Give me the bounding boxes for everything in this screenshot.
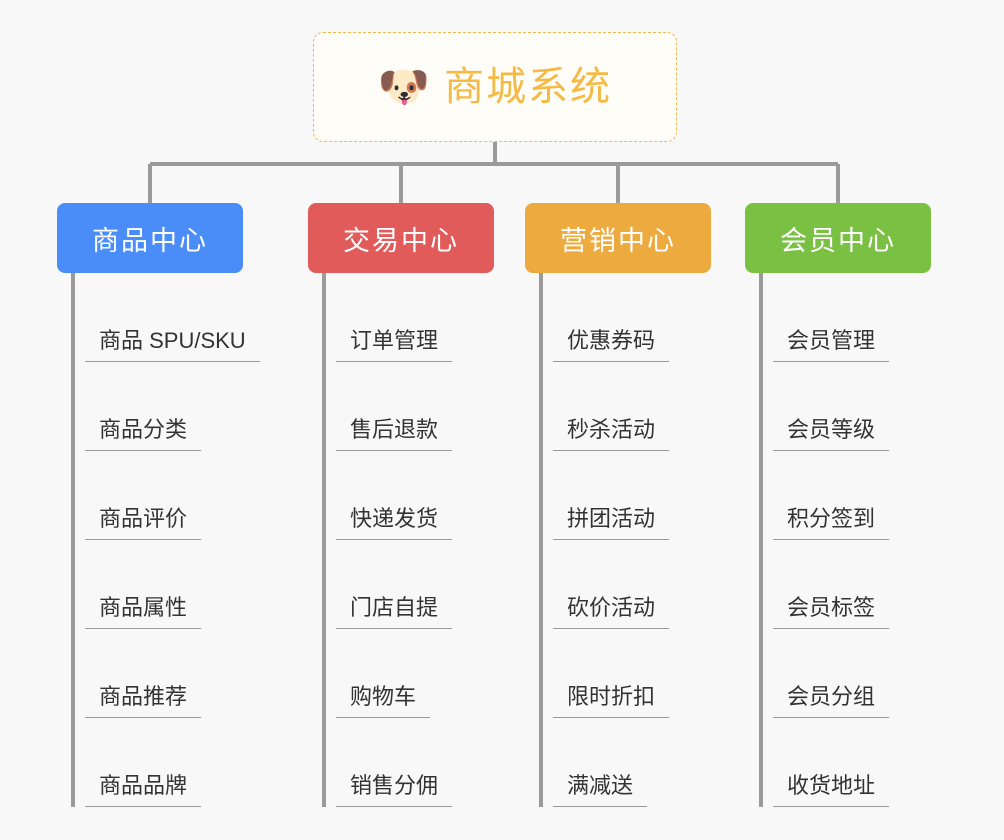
root-title: 商城系统 (444, 65, 613, 109)
sub-item[interactable]: 商品评价 (57, 451, 243, 540)
sub-item[interactable]: 会员管理 (745, 273, 931, 362)
sub-item[interactable]: 商品属性 (57, 540, 243, 629)
category-box-product-center[interactable]: 商品中心 (57, 203, 243, 273)
sub-item-label: 会员分组 (773, 684, 890, 718)
sub-item-label: 会员管理 (773, 328, 890, 362)
sub-item-label: 秒杀活动 (553, 417, 670, 451)
sub-item[interactable]: 购物车 (308, 629, 494, 718)
sub-item-list-member-center: 会员管理会员等级积分签到会员标签会员分组收货地址 (745, 273, 931, 807)
sub-item[interactable]: 销售分佣 (308, 718, 494, 807)
sub-item-label: 限时折扣 (553, 684, 670, 718)
sub-item-label: 商品分类 (85, 417, 202, 451)
sub-item[interactable]: 商品 SPU/SKU (57, 273, 260, 362)
sub-item[interactable]: 商品推荐 (57, 629, 243, 718)
sub-item[interactable]: 商品分类 (57, 362, 243, 451)
sub-item-label: 商品评价 (85, 506, 202, 540)
sub-item[interactable]: 会员标签 (745, 540, 931, 629)
sub-item-label: 商品推荐 (85, 684, 202, 718)
category-box-member-center[interactable]: 会员中心 (745, 203, 931, 273)
root-node[interactable]: 🐶 商城系统 (313, 32, 677, 142)
sub-item-label: 购物车 (336, 684, 431, 718)
sub-item[interactable]: 限时折扣 (525, 629, 711, 718)
sub-item[interactable]: 拼团活动 (525, 451, 711, 540)
sub-item[interactable]: 商品品牌 (57, 718, 243, 807)
sub-item[interactable]: 订单管理 (308, 273, 494, 362)
sub-item-label: 优惠券码 (553, 328, 670, 362)
sub-item-label: 收货地址 (773, 773, 890, 807)
sub-item-list-trade-center: 订单管理售后退款快递发货门店自提购物车销售分佣 (308, 273, 494, 807)
sub-item[interactable]: 售后退款 (308, 362, 494, 451)
sub-item[interactable]: 满减送 (525, 718, 711, 807)
sub-item[interactable]: 优惠券码 (525, 273, 711, 362)
sub-item-label: 会员等级 (773, 417, 890, 451)
sub-item-label: 会员标签 (773, 595, 890, 629)
sub-item-label: 积分签到 (773, 506, 890, 540)
sub-item-list-marketing-center: 优惠券码秒杀活动拼团活动砍价活动限时折扣满减送 (525, 273, 711, 807)
branch-column-member-center: 会员中心会员管理会员等级积分签到会员标签会员分组收货地址 (745, 203, 931, 807)
sub-item-list-product-center: 商品 SPU/SKU 商品分类商品评价商品属性商品推荐商品品牌 (57, 273, 260, 807)
category-box-trade-center[interactable]: 交易中心 (308, 203, 494, 273)
sub-item-label: 销售分佣 (336, 773, 453, 807)
shiba-dog-icon: 🐶 (377, 63, 431, 110)
sub-item[interactable]: 快递发货 (308, 451, 494, 540)
sub-item[interactable]: 会员分组 (745, 629, 931, 718)
sub-item-label: 商品 SPU/SKU (85, 328, 260, 362)
sub-item[interactable]: 积分签到 (745, 451, 931, 540)
sub-item-label: 订单管理 (336, 328, 453, 362)
sub-item-label: 砍价活动 (553, 595, 670, 629)
sub-item-label: 售后退款 (336, 417, 453, 451)
sub-item-label: 快递发货 (336, 506, 453, 540)
sub-item[interactable]: 砍价活动 (525, 540, 711, 629)
sub-item-label: 拼团活动 (553, 506, 670, 540)
sub-item[interactable]: 会员等级 (745, 362, 931, 451)
sub-item-label: 满减送 (553, 773, 648, 807)
sub-item[interactable]: 秒杀活动 (525, 362, 711, 451)
branch-column-trade-center: 交易中心订单管理售后退款快递发货门店自提购物车销售分佣 (308, 203, 494, 807)
branch-column-product-center: 商品中心商品 SPU/SKU 商品分类商品评价商品属性商品推荐商品品牌 (57, 203, 260, 807)
sub-item[interactable]: 收货地址 (745, 718, 931, 807)
branch-column-marketing-center: 营销中心优惠券码秒杀活动拼团活动砍价活动限时折扣满减送 (525, 203, 711, 807)
sub-item-label: 商品属性 (85, 595, 202, 629)
sub-item-label: 门店自提 (336, 595, 453, 629)
sub-item-label: 商品品牌 (85, 773, 202, 807)
category-box-marketing-center[interactable]: 营销中心 (525, 203, 711, 273)
sub-item[interactable]: 门店自提 (308, 540, 494, 629)
